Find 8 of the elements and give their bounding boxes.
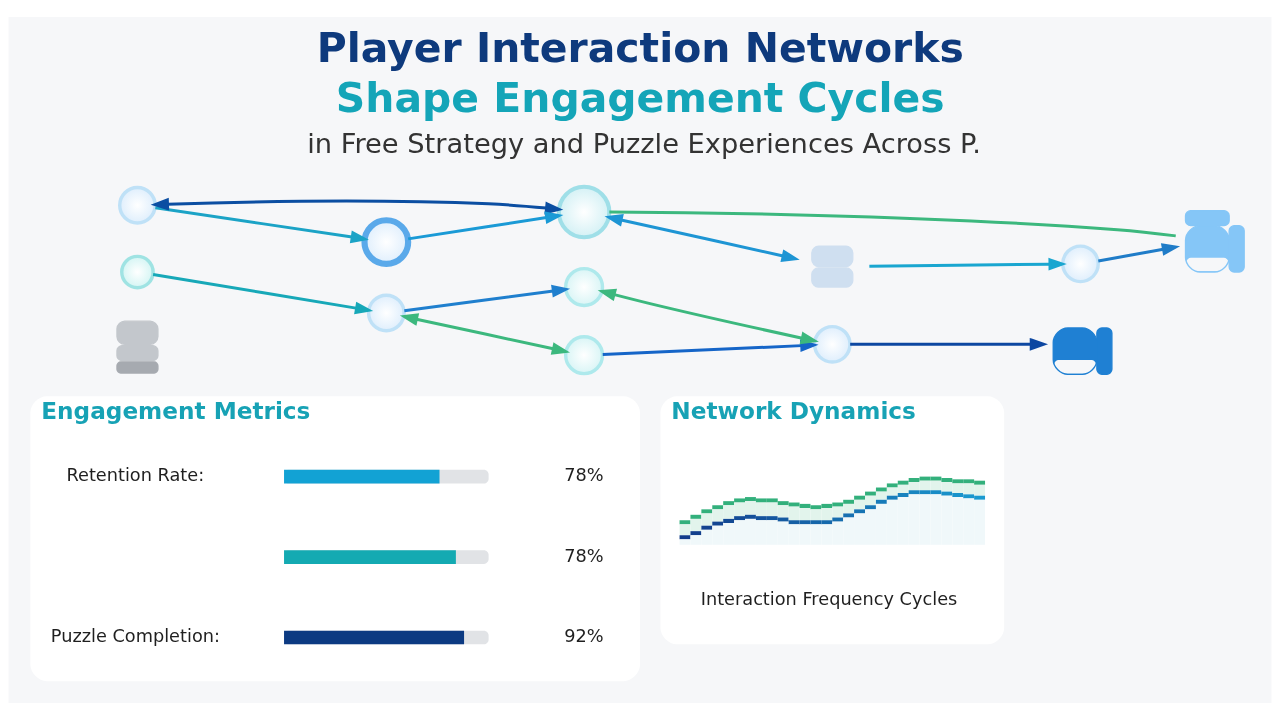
label: 78% — [564, 465, 604, 486]
label: 92% — [564, 626, 604, 647]
label: Puzzle Completion: — [50, 626, 220, 647]
diagram-title: Player Interaction Networks Shape Engagement Cycles — [316, 24, 964, 123]
caption: in Free Strategy and Puzzle Experiences Across P. — [307, 128, 981, 160]
label: Interaction Frequency Cycles — [700, 589, 958, 610]
label: Retention Rate: — [66, 465, 205, 486]
label: 78% — [564, 545, 604, 566]
